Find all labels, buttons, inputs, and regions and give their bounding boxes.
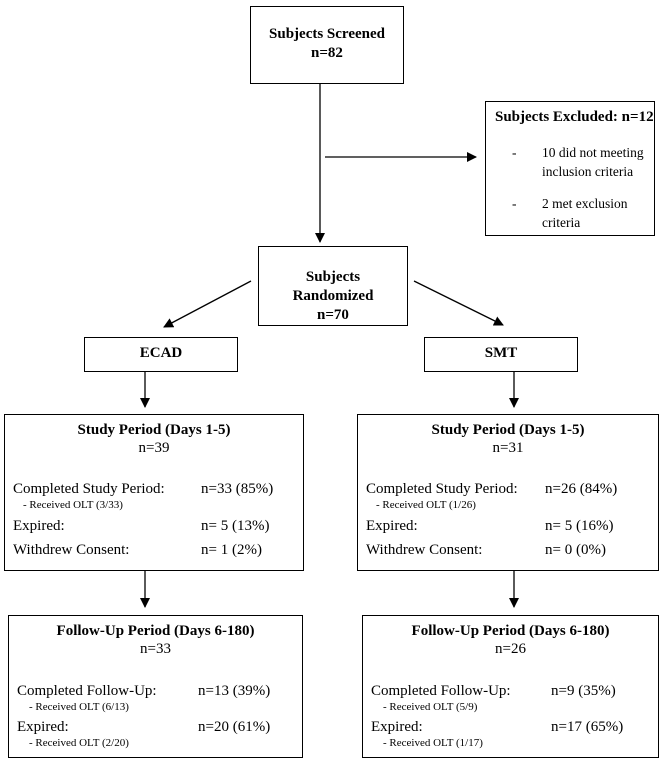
- screened-title: Subjects Screened: [269, 26, 385, 42]
- follow-right-title: Follow-Up Period (Days 6-180): [411, 623, 610, 639]
- randomized-box: Subjects Randomized n=70: [258, 246, 408, 326]
- row-value: n=26 (84%): [545, 481, 618, 497]
- bullet-line-1: 10 did not meeting: [542, 145, 644, 160]
- follow-left-box: Follow-Up Period (Days 6-180) n=33 Compl…: [8, 615, 303, 758]
- bullet-line-1: 2 met exclusion: [542, 196, 628, 211]
- study-right-title: Study Period (Days 1-5): [431, 422, 585, 438]
- screened-box: Subjects Screened n=82: [250, 6, 404, 84]
- bullet-dash: -: [512, 145, 517, 160]
- excluded-box: Subjects Excluded: n=12 - 10 did not mee…: [485, 101, 655, 236]
- row-label: Completed Follow-Up:: [371, 683, 511, 699]
- row-value: n= 1 (2%): [201, 542, 262, 558]
- row-label: Completed Follow-Up:: [17, 683, 157, 699]
- row-label: Expired:: [13, 518, 65, 534]
- excluded-title: Subjects Excluded: n=12: [495, 109, 654, 125]
- bullet-line-2: criteria: [542, 215, 581, 230]
- excluded-bullet-1: - 10 did not meeting inclusion criteria: [512, 143, 652, 183]
- row-label: Completed Study Period:: [13, 481, 165, 497]
- excluded-bullet-2: - 2 met exclusion criteria: [512, 194, 652, 234]
- follow-right-n: n=26: [495, 641, 526, 657]
- study-left-box: Study Period (Days 1-5) n=39 Completed S…: [4, 414, 304, 571]
- row-value: n= 0 (0%): [545, 542, 606, 558]
- row-label: Expired:: [366, 518, 418, 534]
- row-sub: - Received OLT (2/20): [29, 737, 129, 749]
- follow-left-title: Follow-Up Period (Days 6-180): [56, 623, 255, 639]
- row-sub: - Received OLT (5/9): [383, 701, 478, 713]
- study-left-title: Study Period (Days 1-5): [77, 422, 231, 438]
- study-right-n: n=31: [492, 440, 524, 456]
- row-value: n=20 (61%): [198, 719, 271, 735]
- study-left-n: n=39: [138, 440, 170, 456]
- row-label: Expired:: [17, 719, 69, 735]
- screened-count: n=82: [311, 45, 343, 61]
- row-label: Expired:: [371, 719, 423, 735]
- row-sub: - Received OLT (3/33): [23, 499, 123, 511]
- follow-right-box: Follow-Up Period (Days 6-180) n=26 Compl…: [362, 615, 659, 758]
- bullet-dash: -: [512, 196, 517, 211]
- arm-ecad-label: ECAD: [139, 345, 183, 361]
- row-label: Withdrew Consent:: [366, 542, 483, 558]
- row-value: n=9 (35%): [551, 683, 616, 699]
- bullet-line-2: inclusion criteria: [542, 164, 634, 179]
- row-sub: - Received OLT (6/13): [29, 701, 129, 713]
- arrow-randomized-to-ecad: [163, 280, 252, 328]
- randomized-line-2: Randomized: [292, 288, 374, 304]
- follow-left-n: n=33: [140, 641, 171, 657]
- randomized-count: n=70: [317, 307, 349, 323]
- arrow-randomized-to-smt: [413, 280, 504, 326]
- study-right-box: Study Period (Days 1-5) n=31 Completed S…: [357, 414, 659, 571]
- row-sub: - Received OLT (1/17): [383, 737, 483, 749]
- arm-ecad-box: ECAD: [84, 337, 238, 372]
- arm-smt-label: SMT: [484, 345, 518, 361]
- arm-smt-box: SMT: [424, 337, 578, 372]
- row-value: n= 5 (13%): [201, 518, 270, 534]
- row-sub: - Received OLT (1/26): [376, 499, 476, 511]
- row-label: Withdrew Consent:: [13, 542, 130, 558]
- randomized-line-1: Subjects: [305, 269, 361, 285]
- row-value: n=33 (85%): [201, 481, 274, 497]
- row-value: n=13 (39%): [198, 683, 271, 699]
- row-value: n= 5 (16%): [545, 518, 614, 534]
- row-label: Completed Study Period:: [366, 481, 518, 497]
- row-value: n=17 (65%): [551, 719, 624, 735]
